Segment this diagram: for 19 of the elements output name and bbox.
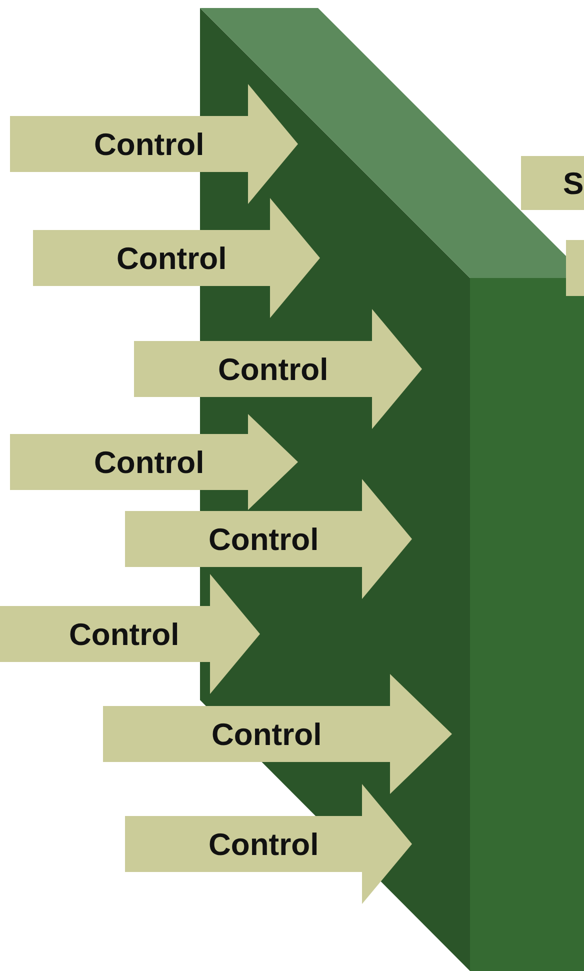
pointer-shape — [134, 309, 422, 429]
pointer-shape — [125, 479, 412, 599]
text-box — [521, 156, 584, 210]
shape-label: Control — [218, 354, 328, 384]
pointer-shape — [125, 784, 412, 904]
shape-label: Control — [94, 446, 204, 478]
pointer-shape — [33, 198, 320, 318]
shape-label: Control — [208, 828, 319, 860]
empty-box — [566, 240, 584, 296]
shape-label: Control — [94, 128, 204, 160]
pointer-shape — [10, 84, 298, 204]
pointer-shape — [103, 674, 452, 794]
pointer-shape — [10, 414, 298, 510]
shape-label: Control — [208, 524, 319, 554]
box-label: S — [563, 168, 584, 198]
shape-label: Control — [212, 718, 322, 750]
shape-label: Control — [69, 618, 180, 650]
shape-label: Control — [116, 242, 227, 274]
pointer-shape — [0, 574, 260, 694]
